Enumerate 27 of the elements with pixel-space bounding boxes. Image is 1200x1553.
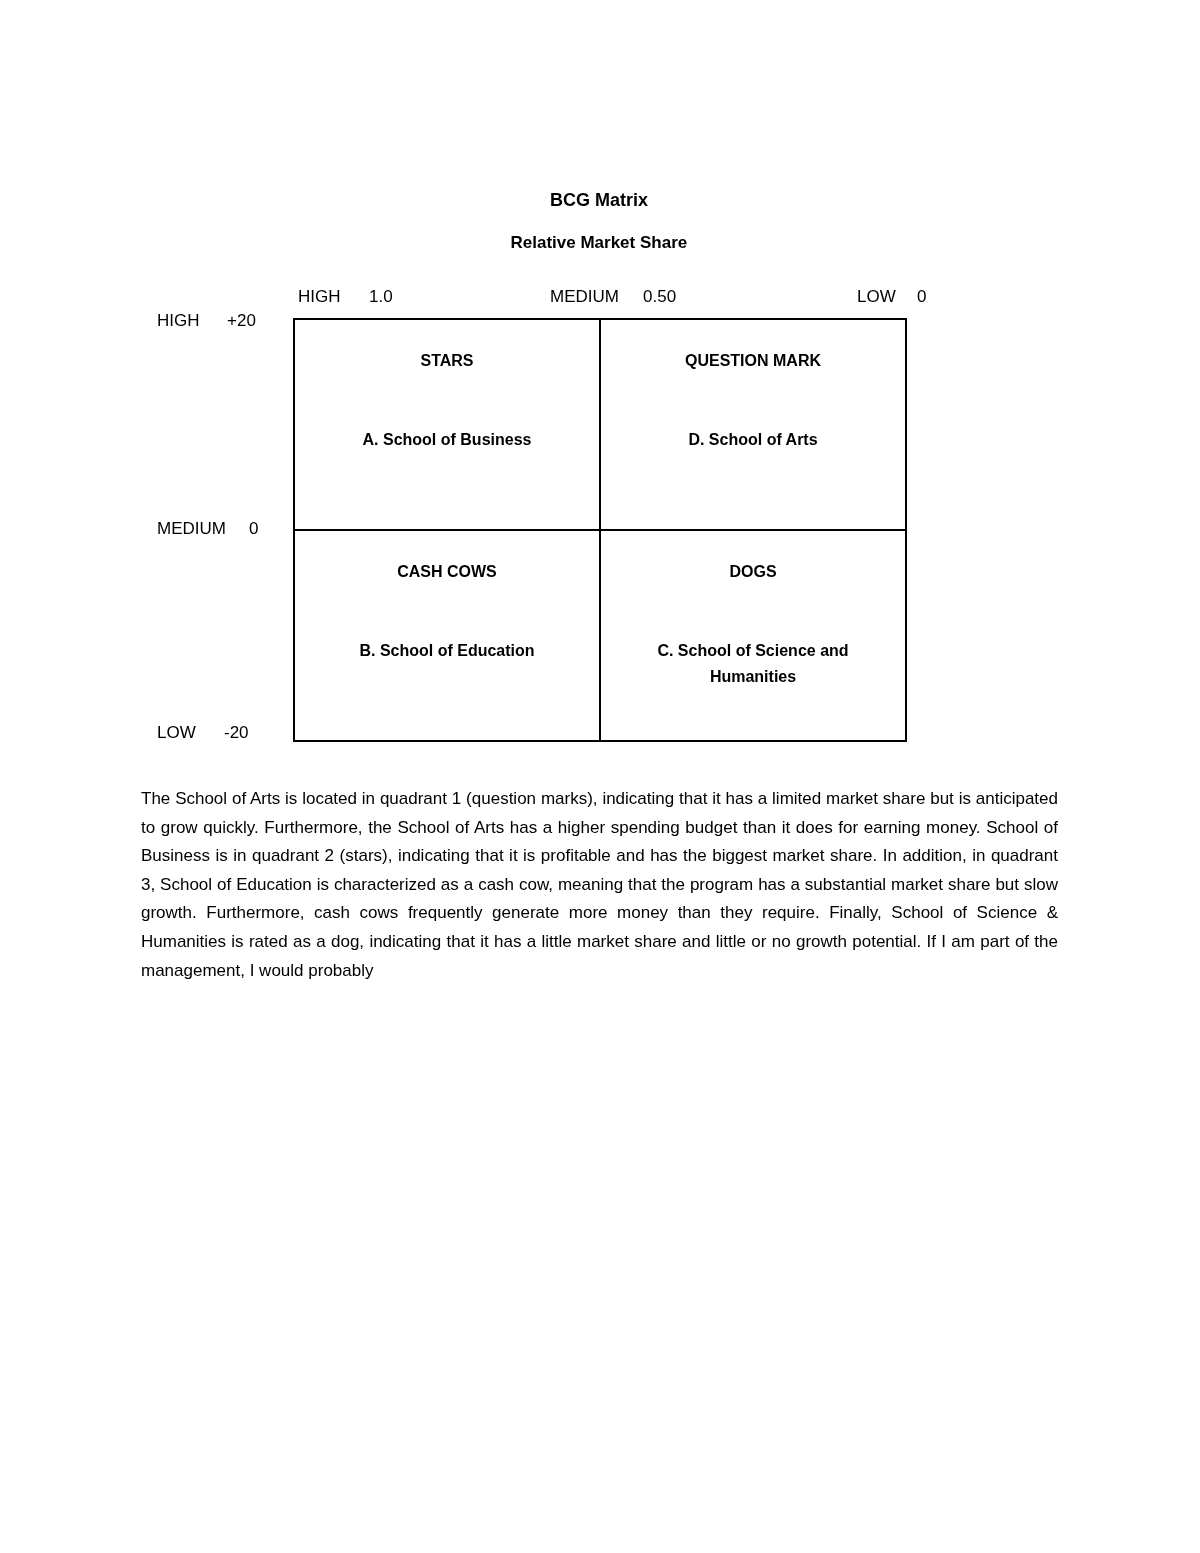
quadrant-heading: STARS [419, 351, 475, 371]
axis-level-label: HIGH [298, 287, 341, 307]
diagram-title: BCG Matrix [550, 190, 648, 210]
axis-value: +20 [227, 311, 256, 331]
axis-value: 1.0 [369, 287, 393, 307]
axis-level-label: LOW [857, 287, 896, 307]
quadrant-heading: QUESTION MARK [684, 351, 822, 371]
axis-value: -20 [224, 723, 249, 743]
axis-title: Relative Market Share [510, 233, 688, 253]
axis-value: 0 [917, 287, 927, 307]
matrix-quadrant [599, 529, 907, 742]
quadrant-entry: B. School of Education [358, 641, 536, 661]
axis-value: 0.50 [643, 287, 677, 307]
quadrant-entry: D. School of Arts [687, 430, 819, 450]
quadrant-heading: DOGS [728, 562, 778, 582]
matrix-quadrant [599, 318, 907, 531]
axis-level-label: HIGH [157, 311, 200, 331]
axis-value: 0 [249, 519, 259, 539]
axis-level-label: LOW [157, 723, 196, 743]
quadrant-entry: C. School of Science and Humanities [656, 641, 850, 687]
axis-level-label: MEDIUM [157, 519, 226, 539]
body-paragraph: The School of Arts is located in quadrant 1 (question marks), indicating that it has a limited market share but is anticipated to grow quickly. Furthermore, the School of Arts has a higher spending budget than it does for earning money. School of Business is in quadrant 2 (stars), indicating that it is profitable and has the biggest market share. In addition, in quadrant 3, School of Education is characterized as a cash cow, meaning that the program has a substantial market share but slow growth. Furthermore, cash cows frequently generate more money than they require. Finally, School of Science & Humanities is rated as a dog, indicating that it has a little market share and little or no growth potential. If I am part of the management, I would probably [141, 788, 1058, 982]
quadrant-heading: CASH COWS [396, 562, 498, 582]
quadrant-entry: A. School of Business [361, 430, 533, 450]
axis-level-label: MEDIUM [550, 287, 619, 307]
matrix-quadrant [293, 529, 601, 742]
matrix-quadrant [293, 318, 601, 531]
